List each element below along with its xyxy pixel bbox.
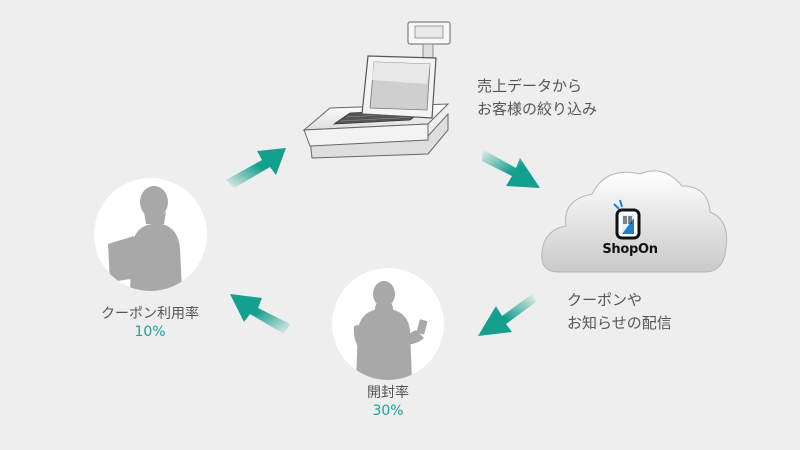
pos-register bbox=[300, 18, 460, 168]
man-smartphone-icon bbox=[353, 281, 428, 380]
open-rate-title: 開封率 bbox=[367, 385, 409, 401]
coupon-use-value: 10% bbox=[134, 324, 166, 340]
shopon-logo-text: ShopOn bbox=[602, 242, 658, 257]
open-rate-avatar bbox=[332, 268, 444, 380]
woman-silhouette-icon bbox=[108, 186, 182, 291]
arrow-register-to-cloud bbox=[482, 150, 540, 188]
pos-register-icon bbox=[302, 21, 451, 159]
register-caption: 売上データから お客様の絞り込み bbox=[477, 75, 597, 121]
open-rate-value: 30% bbox=[372, 403, 404, 419]
arrow-cloud-to-man bbox=[478, 294, 536, 336]
coupon-use-label: クーポン利用率 10% bbox=[80, 305, 220, 341]
open-rate-label: 開封率 30% bbox=[338, 384, 438, 420]
cloud-caption: クーポンや お知らせの配信 bbox=[567, 289, 672, 335]
cloud-caption-line1: クーポンや bbox=[567, 291, 643, 309]
register-caption-line1: 売上データから bbox=[477, 77, 583, 95]
shopon-logo-icon bbox=[613, 199, 641, 240]
shopon-cloud: ShopOn bbox=[536, 160, 732, 282]
cloud-caption-line2: お知らせの配信 bbox=[567, 314, 672, 332]
register-caption-line2: お客様の絞り込み bbox=[477, 100, 598, 118]
arrow-woman-to-register bbox=[226, 148, 286, 188]
coupon-use-avatar bbox=[94, 178, 207, 291]
coupon-use-title: クーポン利用率 bbox=[101, 306, 199, 322]
arrow-man-to-woman bbox=[230, 294, 290, 334]
